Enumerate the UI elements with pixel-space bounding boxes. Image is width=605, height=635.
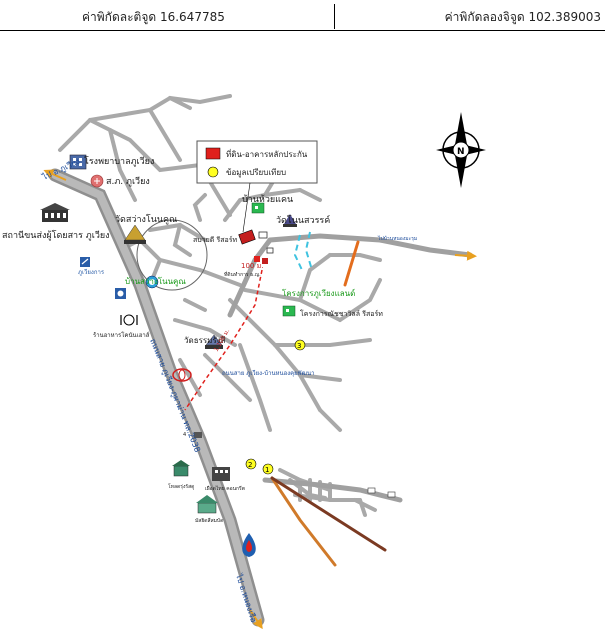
local-road-label: ถนนสาย ภูเวียง-บ้านหนองคุยพัฒนา — [222, 369, 315, 377]
ban-huai-label: บ้านห้วยแคน — [242, 194, 293, 205]
comparable-2-marker — [245, 458, 257, 470]
restaurant-icon — [120, 314, 138, 326]
hospital-label: โรงพยาบาลภูเวียง — [84, 156, 154, 167]
longitude-text: ค่าพิกัดลองจิจูด 102.389003 — [444, 10, 601, 24]
header-divider — [334, 4, 335, 29]
hotel-label: เผือดไทย คอนกรีต — [205, 485, 245, 492]
highway-2038 — [48, 168, 265, 627]
comparable-2-label: 2 — [248, 461, 252, 469]
market-icon — [172, 460, 190, 477]
header-underline — [565, 30, 605, 31]
compass-icon: N — [436, 112, 486, 188]
car-dealer-icon — [172, 368, 192, 382]
local-roads — [227, 233, 473, 503]
site-buildings — [258, 231, 274, 254]
shop-icon — [115, 288, 126, 299]
comparable-markers: 3 2 1 — [245, 339, 306, 475]
map-labels: โรงพยาบาลภูเวียง ส.ภ. ภูเวียง สถานีขนส่ง… — [2, 156, 417, 624]
distance-line — [184, 269, 263, 411]
legend-site-label: ที่ดิน-อาคารหลักประกัน — [226, 148, 308, 159]
station-label: 4 — [183, 432, 186, 438]
temple-hall-label: มัสยิดสีสมบัด — [195, 517, 223, 524]
highway-label: ถนนสาย ภูเวียง-ภูผาม่าน ทล.2038 — [147, 337, 202, 454]
market-label: โหลดรุ่งรัสดู — [168, 483, 194, 490]
temple-icon-3 — [283, 214, 297, 227]
water-streams — [293, 231, 313, 271]
ban-sawang-label: บ้านสว่างโนนคูณ — [125, 276, 186, 287]
house-icon-2 — [282, 305, 296, 317]
dirt-roads — [270, 240, 387, 567]
legend-comparable-label: ข้อมูลเปรียบเทียบ — [226, 168, 286, 178]
legend: ที่ดิน-อาคารหลักประกัน ข้อมูลเปรียบเทียบ — [196, 140, 318, 184]
gas-icon — [145, 275, 159, 289]
collateral-site-marker — [238, 229, 268, 264]
police-label: ส.ภ. ภูเวียง — [106, 176, 150, 187]
village-boundary — [136, 219, 208, 291]
wat-sawang-label: วัดสว่างโนนคูณ — [115, 214, 177, 225]
wat-nonsawan-label: วัดโนนสวรรค์ — [276, 214, 330, 226]
bus-terminal-label: สถานีขนส่งผู้โดยสาร ภูเวียง — [2, 230, 110, 241]
road-arrows — [43, 169, 477, 630]
project-land-label: โครงการภูเวียงแลนด์ — [282, 288, 355, 299]
police-station-icon — [90, 174, 104, 188]
wat-thammarangsi-label: วัดธรรมรังสี — [184, 336, 226, 345]
legend-leader-line — [242, 182, 251, 233]
place-icons — [40, 154, 396, 557]
latitude-text: ค่าพิกัดละติจูด 16.647785 — [82, 10, 225, 24]
building-icon — [196, 495, 218, 514]
hospital-icon — [69, 154, 87, 170]
station-icon — [194, 432, 202, 438]
legend-site-swatch — [205, 147, 221, 160]
to-village-label: ไปบ้านหนองมะรุม — [377, 235, 417, 242]
distance-100-label: 100 ม. — [241, 262, 263, 270]
fuel-station-icon — [242, 533, 256, 557]
bank-icon — [80, 257, 90, 267]
bank-label: ภูเวียงการ — [78, 268, 105, 276]
site-sub-label: ที่ดินทำการ ธ.ญ. — [224, 271, 261, 278]
hotel-icon — [212, 467, 230, 481]
house-icon — [251, 202, 265, 214]
comparable-1-marker — [262, 463, 274, 475]
coordinate-header: ค่าพิกัดละติจูด 16.647785 ค่าพิกัดลองจิจ… — [0, 0, 605, 31]
temple-icon — [124, 224, 146, 244]
restaurant-label: ร้านอาหารโคนันเฮาส์ — [93, 331, 150, 339]
project-resort-label: โครงการณัชชาวิลล์ รีสอร์ท — [300, 309, 383, 318]
resort-label: สบายดี รีสอร์ท — [193, 236, 238, 244]
comparable-1-label: 1 — [265, 466, 269, 474]
small-building-icon — [367, 487, 396, 498]
temple-icon-2 — [205, 334, 223, 349]
legend-comparable-swatch — [207, 166, 219, 178]
bus-terminal-icon — [40, 203, 70, 222]
comparable-3-marker — [294, 339, 306, 351]
north-label: N — [457, 147, 465, 157]
comparable-3-label: 3 — [297, 342, 301, 350]
